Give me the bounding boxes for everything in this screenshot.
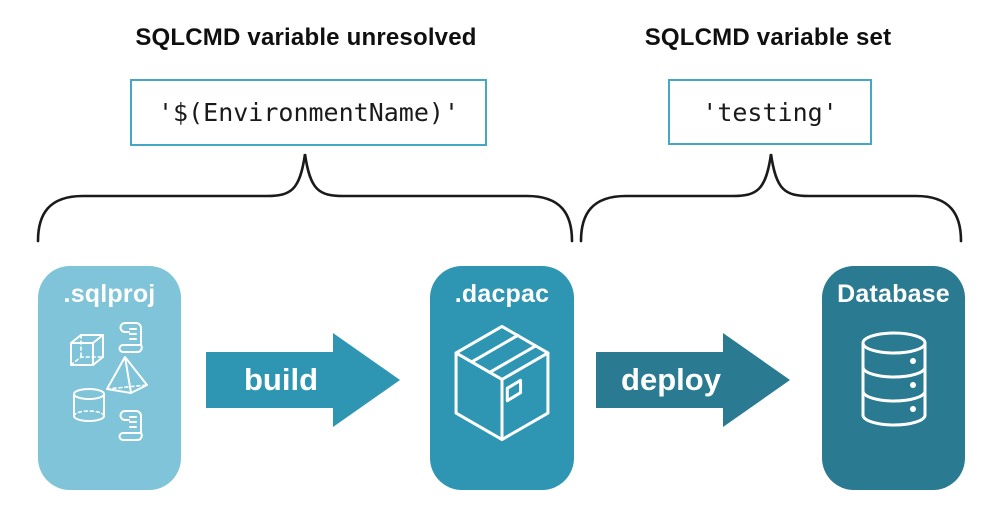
unresolved-variable-box: '$(EnvironmentName)' [130, 79, 487, 146]
package-box-icon [454, 324, 550, 442]
unresolved-variable-text: '$(EnvironmentName)' [157, 98, 460, 127]
cylinder-icon [72, 388, 105, 422]
deploy-arrow-shape [596, 333, 790, 427]
database-node-label: Database [837, 280, 950, 308]
build-arrow-polygon [206, 333, 400, 427]
dacpac-node-label: .dacpac [454, 280, 550, 308]
deploy-arrow-polygon [596, 333, 790, 427]
sql-objects-icon [69, 322, 148, 441]
build-arrow-shape [206, 333, 400, 427]
sqlproj-node: .sqlproj [38, 266, 181, 490]
left-curly-brace [36, 153, 574, 243]
right-annotation-heading: SQLCMD variable set [644, 24, 892, 51]
dacpac-node: .dacpac [430, 266, 574, 490]
script-scroll-icon [118, 322, 143, 353]
deploy-arrow-label: deploy [621, 362, 721, 397]
script-scroll-icon [118, 410, 143, 441]
cube-icon [69, 334, 104, 366]
database-node: Database [822, 266, 965, 490]
build-arrow-label: build [243, 362, 319, 397]
database-cylinder-icon [861, 331, 926, 427]
pyramid-icon [105, 356, 148, 394]
build-arrow: build [206, 331, 402, 429]
resolved-variable-text: 'testing' [702, 97, 838, 127]
right-curly-brace [579, 153, 963, 243]
left-annotation-heading: SQLCMD variable unresolved [135, 24, 477, 51]
deploy-arrow: deploy [596, 331, 792, 429]
sqlproj-node-label: .sqlproj [63, 280, 156, 308]
resolved-variable-box: 'testing' [668, 79, 872, 145]
